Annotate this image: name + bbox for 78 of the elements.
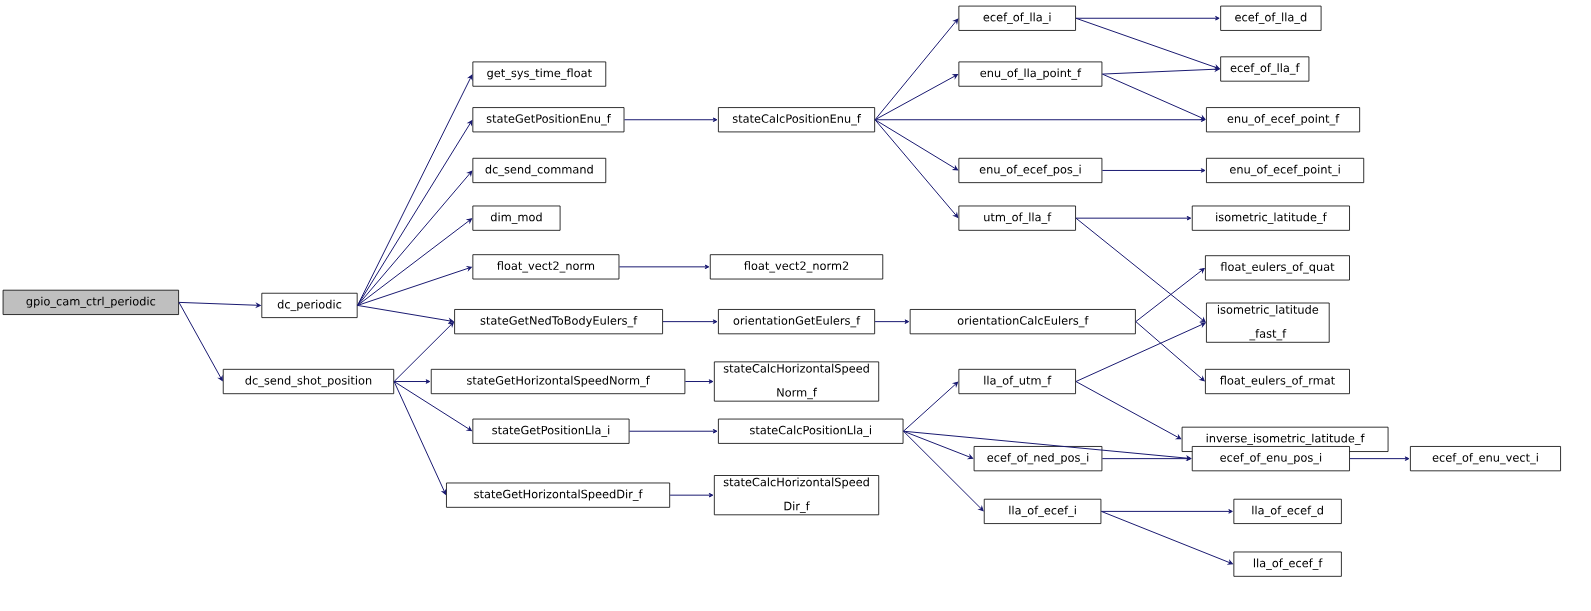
arrow [1075, 217, 1206, 323]
function-box: orientationCalcEulers_f [909, 309, 1136, 335]
arrow [1135, 268, 1205, 323]
arrow [357, 305, 454, 324]
function-box: ecef_of_enu_pos_i [1191, 446, 1350, 472]
function-box: enu_of_lla_point_f [958, 61, 1103, 87]
function-box: orientationGetEulers_f [718, 309, 876, 335]
arrow [629, 429, 718, 434]
arrow [357, 74, 473, 306]
arrow [178, 301, 261, 308]
arrow [393, 381, 447, 495]
function-box: enu_of_ecef_pos_i [958, 157, 1103, 184]
function-box: lla_of_ecef_i [983, 498, 1102, 525]
function-box: stateCalcHorizontalSpeed Norm_f [713, 361, 880, 402]
function-box: lla_of_ecef_d [1233, 498, 1342, 525]
function-box: stateCalcPositionLla_i [718, 418, 904, 444]
function-box: ecef_of_lla_f [1220, 56, 1310, 82]
arrow [393, 381, 472, 432]
arrow [357, 170, 473, 306]
function-box: stateGetPositionEnu_f [472, 107, 625, 133]
function-box: gpio_cam_ctrl_periodic [2, 289, 179, 316]
function-box: stateGetHorizontalSpeedDir_f [446, 482, 671, 508]
function-box: ecef_of_lla_d [1220, 5, 1322, 31]
function-box: dc_send_command [472, 157, 607, 184]
function-box: ecef_of_ned_pos_i [973, 446, 1103, 472]
arrow [1075, 381, 1182, 440]
arrow [1075, 322, 1206, 383]
arrow [1349, 456, 1410, 461]
function-box: float_vect2_norm2 [709, 254, 884, 280]
arrow [1075, 215, 1192, 221]
function-box: stateCalcHorizontalSpeed Dir_f [713, 475, 880, 516]
function-box: lla_of_ecef_f [1233, 551, 1342, 577]
function-box: utm_of_lla_f [958, 205, 1076, 231]
arrow [1100, 509, 1233, 514]
function-box: float_vect2_norm [472, 254, 620, 280]
arrow [1101, 73, 1206, 121]
function-box: dim_mod [472, 205, 561, 231]
function-box: enu_of_ecef_point_i [1206, 157, 1365, 184]
arrow [1101, 168, 1206, 173]
function-box: isometric_latitude _fast_f [1206, 302, 1330, 343]
function-box: float_eulers_of_rmat [1205, 369, 1350, 395]
arrow [178, 301, 223, 382]
arrow [662, 319, 718, 324]
arrow [874, 119, 958, 171]
arrow [357, 266, 472, 306]
arrow [393, 322, 454, 383]
arrow [1075, 17, 1220, 70]
arrow [1135, 321, 1205, 382]
arrow [874, 319, 910, 324]
arrow [684, 379, 714, 384]
arrow [623, 117, 718, 123]
arrow [357, 218, 473, 306]
function-box: dc_send_shot_position [222, 369, 395, 395]
arrow [902, 430, 984, 512]
function-box: stateGetHorizontalSpeedNorm_f [430, 369, 686, 395]
arrow [393, 379, 431, 384]
arrow [1101, 456, 1192, 461]
function-box: dc_periodic [261, 292, 358, 319]
arrow [874, 74, 958, 121]
arrow [874, 117, 1206, 123]
function-box: stateGetPositionLla_i [472, 418, 630, 444]
arrow [902, 430, 974, 460]
function-box: ecef_of_lla_i [958, 5, 1076, 31]
function-box: isometric_latitude_f [1191, 205, 1350, 231]
arrow [874, 119, 959, 218]
function-box: stateGetNedToBodyEulers_f [454, 309, 663, 335]
function-box: ecef_of_enu_vect_i [1410, 446, 1561, 472]
arrow [669, 492, 714, 498]
function-box: lla_of_utm_f [958, 369, 1076, 395]
function-box: stateCalcPositionEnu_f [718, 107, 876, 133]
function-box: get_sys_time_float [472, 61, 607, 87]
arrow [902, 381, 959, 432]
arrow [874, 18, 959, 121]
function-box: float_eulers_of_quat [1205, 255, 1350, 281]
arrow [1101, 67, 1220, 75]
arrow [1100, 511, 1233, 565]
function-box: enu_of_ecef_point_f [1206, 107, 1361, 133]
arrow [618, 264, 710, 270]
